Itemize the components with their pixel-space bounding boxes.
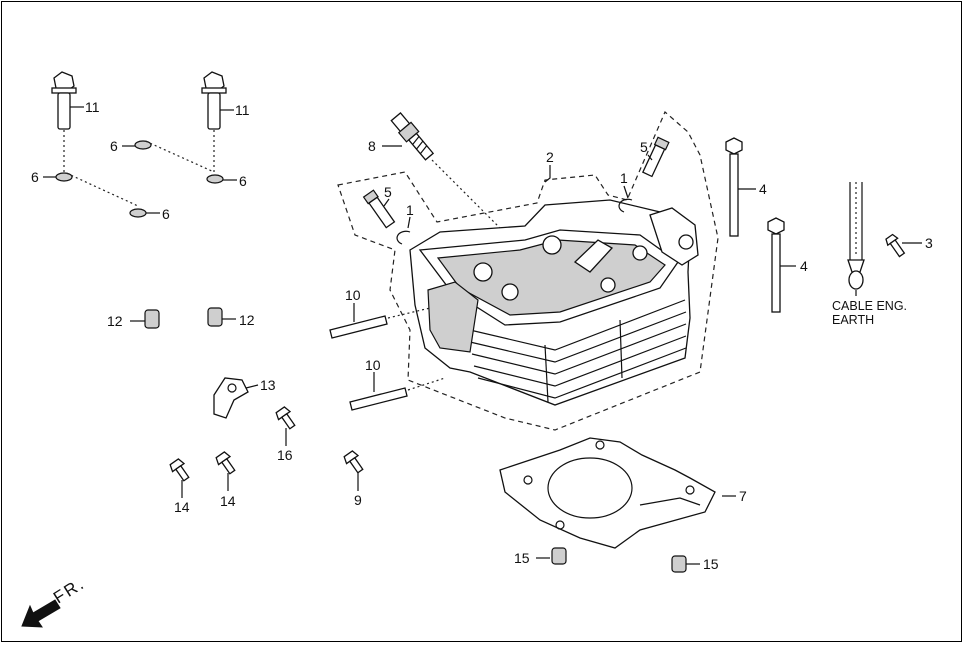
small-bolt-14a <box>169 458 190 482</box>
stud-guide-line-1 <box>387 307 431 319</box>
callout-16: 16 <box>277 447 293 463</box>
callout-14-left: 14 <box>174 499 190 515</box>
bolt-alignment-line-left <box>63 130 139 207</box>
washers <box>55 140 224 218</box>
callout-13: 13 <box>260 377 276 393</box>
callout-1-left: 1 <box>406 202 414 218</box>
callout-5-left: 5 <box>384 184 392 200</box>
callout-15-left: 15 <box>514 550 530 566</box>
spark-plug <box>390 111 435 161</box>
spark-plug-guide-line <box>431 159 501 229</box>
valve-guide-left <box>362 189 396 229</box>
flange-bolt-left <box>51 71 77 130</box>
callout-11-left: 11 <box>85 99 100 115</box>
clip-right <box>618 198 633 213</box>
earth-cable <box>847 182 865 296</box>
small-bolt-14b <box>215 451 236 475</box>
valve-guide-right <box>641 136 670 178</box>
dowel-pins <box>144 307 223 329</box>
callout-6-lower: 6 <box>162 206 170 222</box>
callout-2: 2 <box>546 149 554 165</box>
cable-note-line2: EARTH <box>832 313 874 327</box>
callout-6-right: 6 <box>239 173 247 189</box>
callout-7: 7 <box>739 488 747 504</box>
dowel-pins-gasket <box>551 547 687 573</box>
flange-bolt-right <box>201 71 227 130</box>
callout-4-lower: 4 <box>800 258 808 274</box>
studs <box>329 315 408 411</box>
callout-3: 3 <box>925 235 933 251</box>
guide-plate <box>213 377 249 419</box>
callout-4-upper: 4 <box>759 181 767 197</box>
long-bolt-lower <box>767 217 785 313</box>
small-bolt-9 <box>343 450 364 474</box>
callout-1-right: 1 <box>620 170 628 186</box>
callout-9: 9 <box>354 492 362 508</box>
callout-10-lower: 10 <box>365 357 381 373</box>
assembly-group-outline <box>337 111 719 431</box>
callout-8: 8 <box>368 138 376 154</box>
long-bolt-upper <box>725 137 743 237</box>
callout-5-right: 5 <box>640 139 648 155</box>
callout-12-left: 12 <box>107 313 123 329</box>
callout-14-right: 14 <box>220 493 236 509</box>
bolt-alignment-line-right <box>142 130 215 173</box>
cable-note-line1: CABLE ENG. <box>832 299 907 313</box>
callout-6-left: 6 <box>31 169 39 185</box>
callout-15-right: 15 <box>703 556 719 572</box>
head-gasket <box>499 437 716 549</box>
front-direction-label: FR. <box>50 574 88 608</box>
earth-bolt <box>885 233 906 258</box>
callout-10-upper: 10 <box>345 287 361 303</box>
clip-left <box>396 230 411 245</box>
cylinder-head <box>409 199 699 406</box>
callout-12-right: 12 <box>239 312 255 328</box>
callout-6-upper: 6 <box>110 138 118 154</box>
callout-11-right: 11 <box>235 102 250 118</box>
stud-guide-line-2 <box>407 377 446 391</box>
front-direction-arrow-icon <box>21 599 61 628</box>
leader-lines <box>43 106 922 565</box>
small-bolt-16 <box>275 406 296 430</box>
